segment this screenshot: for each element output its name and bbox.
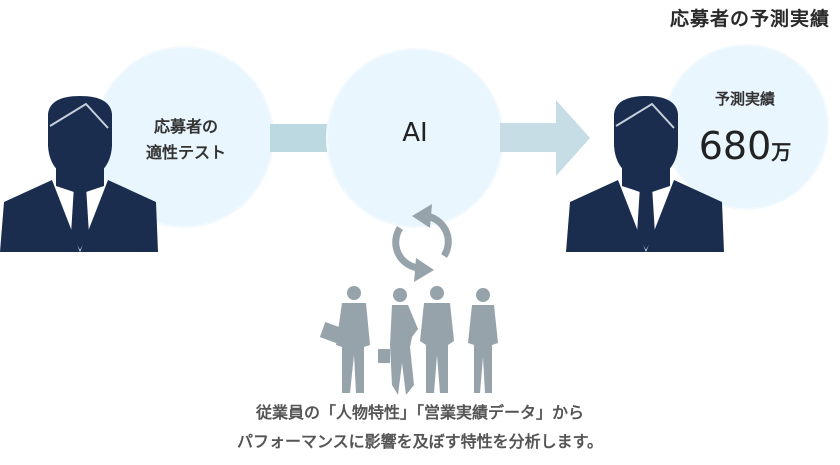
caption-line2: パフォーマンスに影響を及ぼす特性を分析します。 [236,432,604,451]
cycle-arrows-icon [392,204,452,282]
result-value: 680 [698,124,772,168]
ai-label: AI [402,118,428,148]
result-label: 予測実績 [714,90,775,108]
applicant-label-line1: 応募者の [153,117,218,136]
result-circle [665,46,827,208]
diagram-title: 応募者の予測実績 [669,8,830,30]
result-unit: 万 [771,140,792,164]
applicant-person-icon [0,96,158,252]
arrow-right-icon [500,100,590,176]
candidate-person-icon [566,96,724,252]
ai-circle [328,50,502,226]
caption-line1: 従業員の「人物特性」「営業実績データ」から [255,403,584,422]
applicant-label-line2: 適性テスト [145,143,226,162]
employees-group-icon [320,286,498,395]
connector-bar [270,124,332,152]
